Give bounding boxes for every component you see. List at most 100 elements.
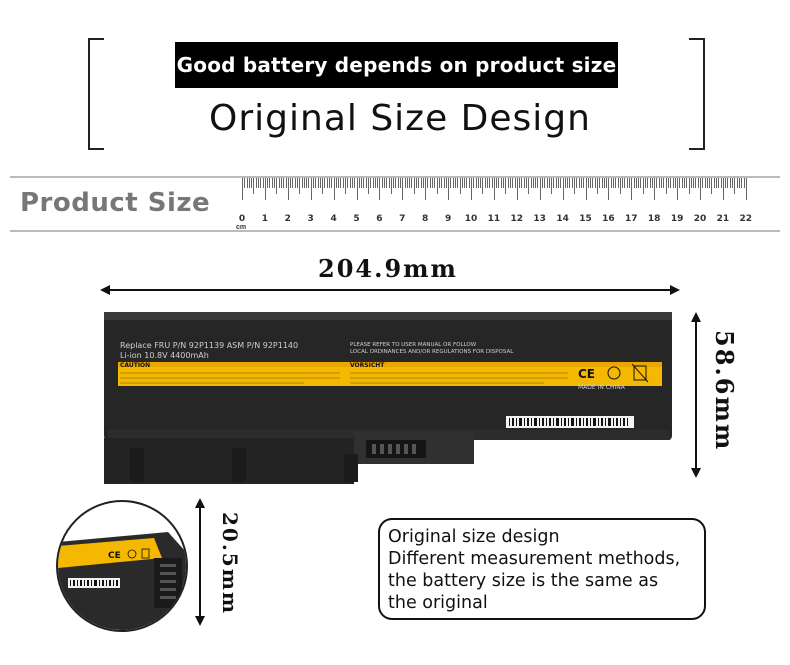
ruler-tick <box>709 178 711 188</box>
ruler-tick <box>285 178 287 188</box>
battery-side-inset: CE <box>56 500 188 632</box>
ruler-tick <box>702 178 704 188</box>
ruler-tick <box>244 178 246 188</box>
ruler-tick <box>287 178 289 200</box>
ruler-tick <box>452 178 454 188</box>
ruler-tick <box>599 178 601 188</box>
ruler-tick <box>468 178 470 188</box>
label-notice1: PLEASE REFER TO USER MANUAL OR FOLLOW <box>350 342 477 348</box>
label-line2: Li-ion 10.8V 4400mAh <box>120 351 209 360</box>
ruler-tick <box>363 178 365 188</box>
ruler-tick <box>356 178 358 200</box>
ruler-tick <box>342 178 344 188</box>
ruler-tick <box>432 178 434 188</box>
note-line1: Original size design <box>388 527 560 547</box>
ce-mark: CE <box>578 367 595 381</box>
ruler-tick <box>253 178 255 194</box>
ruler-tick <box>319 178 321 188</box>
ruler-tick <box>667 178 669 188</box>
ruler-tick <box>530 178 532 188</box>
ruler-tick <box>658 178 660 188</box>
ruler-tick <box>677 178 679 200</box>
ruler-tick <box>541 178 543 188</box>
ruler-tick <box>585 178 587 200</box>
ruler-tick <box>345 178 347 194</box>
ruler-tick <box>564 178 566 188</box>
ruler-number: 4 <box>330 214 337 224</box>
ruler-tick <box>457 178 459 188</box>
ruler-tick <box>647 178 649 188</box>
ruler-tick <box>590 178 592 188</box>
ruler-tick <box>743 178 745 188</box>
ruler-tick <box>603 178 605 188</box>
ruler-tick <box>578 178 580 188</box>
ruler-tick <box>663 178 665 188</box>
ruler-tick <box>393 178 395 188</box>
ruler-tick <box>409 178 411 188</box>
ruler-tick <box>558 178 560 188</box>
ruler-tick <box>301 178 303 188</box>
ruler-tick <box>567 178 569 188</box>
depth-dimension: 20.5mm <box>218 512 242 616</box>
ruler-tick <box>351 178 353 188</box>
ruler-tick <box>402 178 404 200</box>
ruler-tick <box>299 178 301 194</box>
ruler-tick <box>480 178 482 188</box>
ruler-tick <box>438 178 440 188</box>
ruler-tick <box>347 178 349 188</box>
ruler-tick <box>539 178 541 200</box>
ruler-number: 3 <box>307 214 314 224</box>
ruler-tick <box>592 178 594 188</box>
ruler-tick <box>519 178 521 188</box>
ruler-tick <box>420 178 422 188</box>
ruler-tick <box>383 178 385 188</box>
ruler-number: 2 <box>284 214 291 224</box>
ruler-tick <box>635 178 637 188</box>
ruler-tick <box>306 178 308 188</box>
ruler-tick <box>683 178 685 188</box>
ruler-tick <box>690 178 692 188</box>
right-bracket <box>689 38 705 150</box>
ruler-tick <box>496 178 498 188</box>
ruler-tick <box>562 178 564 200</box>
ruler-tick <box>248 178 250 188</box>
ruler-tick <box>372 178 374 188</box>
ruler-number: 1 <box>261 214 269 224</box>
ruler-tick <box>583 178 585 188</box>
ruler-tick <box>661 178 663 188</box>
ruler-tick <box>622 178 624 188</box>
label-vorsicht: VORSICHT <box>350 362 385 369</box>
ruler-tick <box>258 178 260 188</box>
ruler-tick <box>441 178 443 188</box>
ruler-tick <box>448 178 450 200</box>
ruler-tick <box>509 178 511 188</box>
ruler-tick <box>473 178 475 188</box>
ruler-tick <box>725 178 727 188</box>
ruler-tick <box>242 178 243 200</box>
ruler-tick <box>358 178 360 188</box>
note-line2: Different measurement methods, <box>388 549 681 569</box>
ruler-tick <box>700 178 701 200</box>
headline: Original Size Design <box>209 98 591 139</box>
ruler-tick <box>388 178 390 188</box>
ruler-tick <box>727 178 729 188</box>
ruler-tick <box>642 178 644 194</box>
ruler-number: 15 <box>579 214 592 224</box>
ruler-tick <box>354 178 356 188</box>
ruler-tick <box>406 178 408 188</box>
ruler-tick <box>631 178 633 200</box>
ruler-number: 10 <box>464 214 478 224</box>
label-caution: CAUTION <box>120 362 150 369</box>
barcode <box>506 416 634 428</box>
ruler-tick <box>379 178 381 200</box>
ruler-tick <box>422 178 424 188</box>
ruler-tick <box>512 178 514 188</box>
ruler-tick <box>429 178 431 188</box>
ruler-tick <box>335 178 337 188</box>
note-line4: the original <box>388 593 488 613</box>
ruler-tick <box>736 178 738 188</box>
ruler-tick <box>484 178 486 188</box>
ruler-number: 19 <box>670 214 684 224</box>
ruler-tick <box>296 178 298 188</box>
ruler-tick <box>400 178 401 188</box>
